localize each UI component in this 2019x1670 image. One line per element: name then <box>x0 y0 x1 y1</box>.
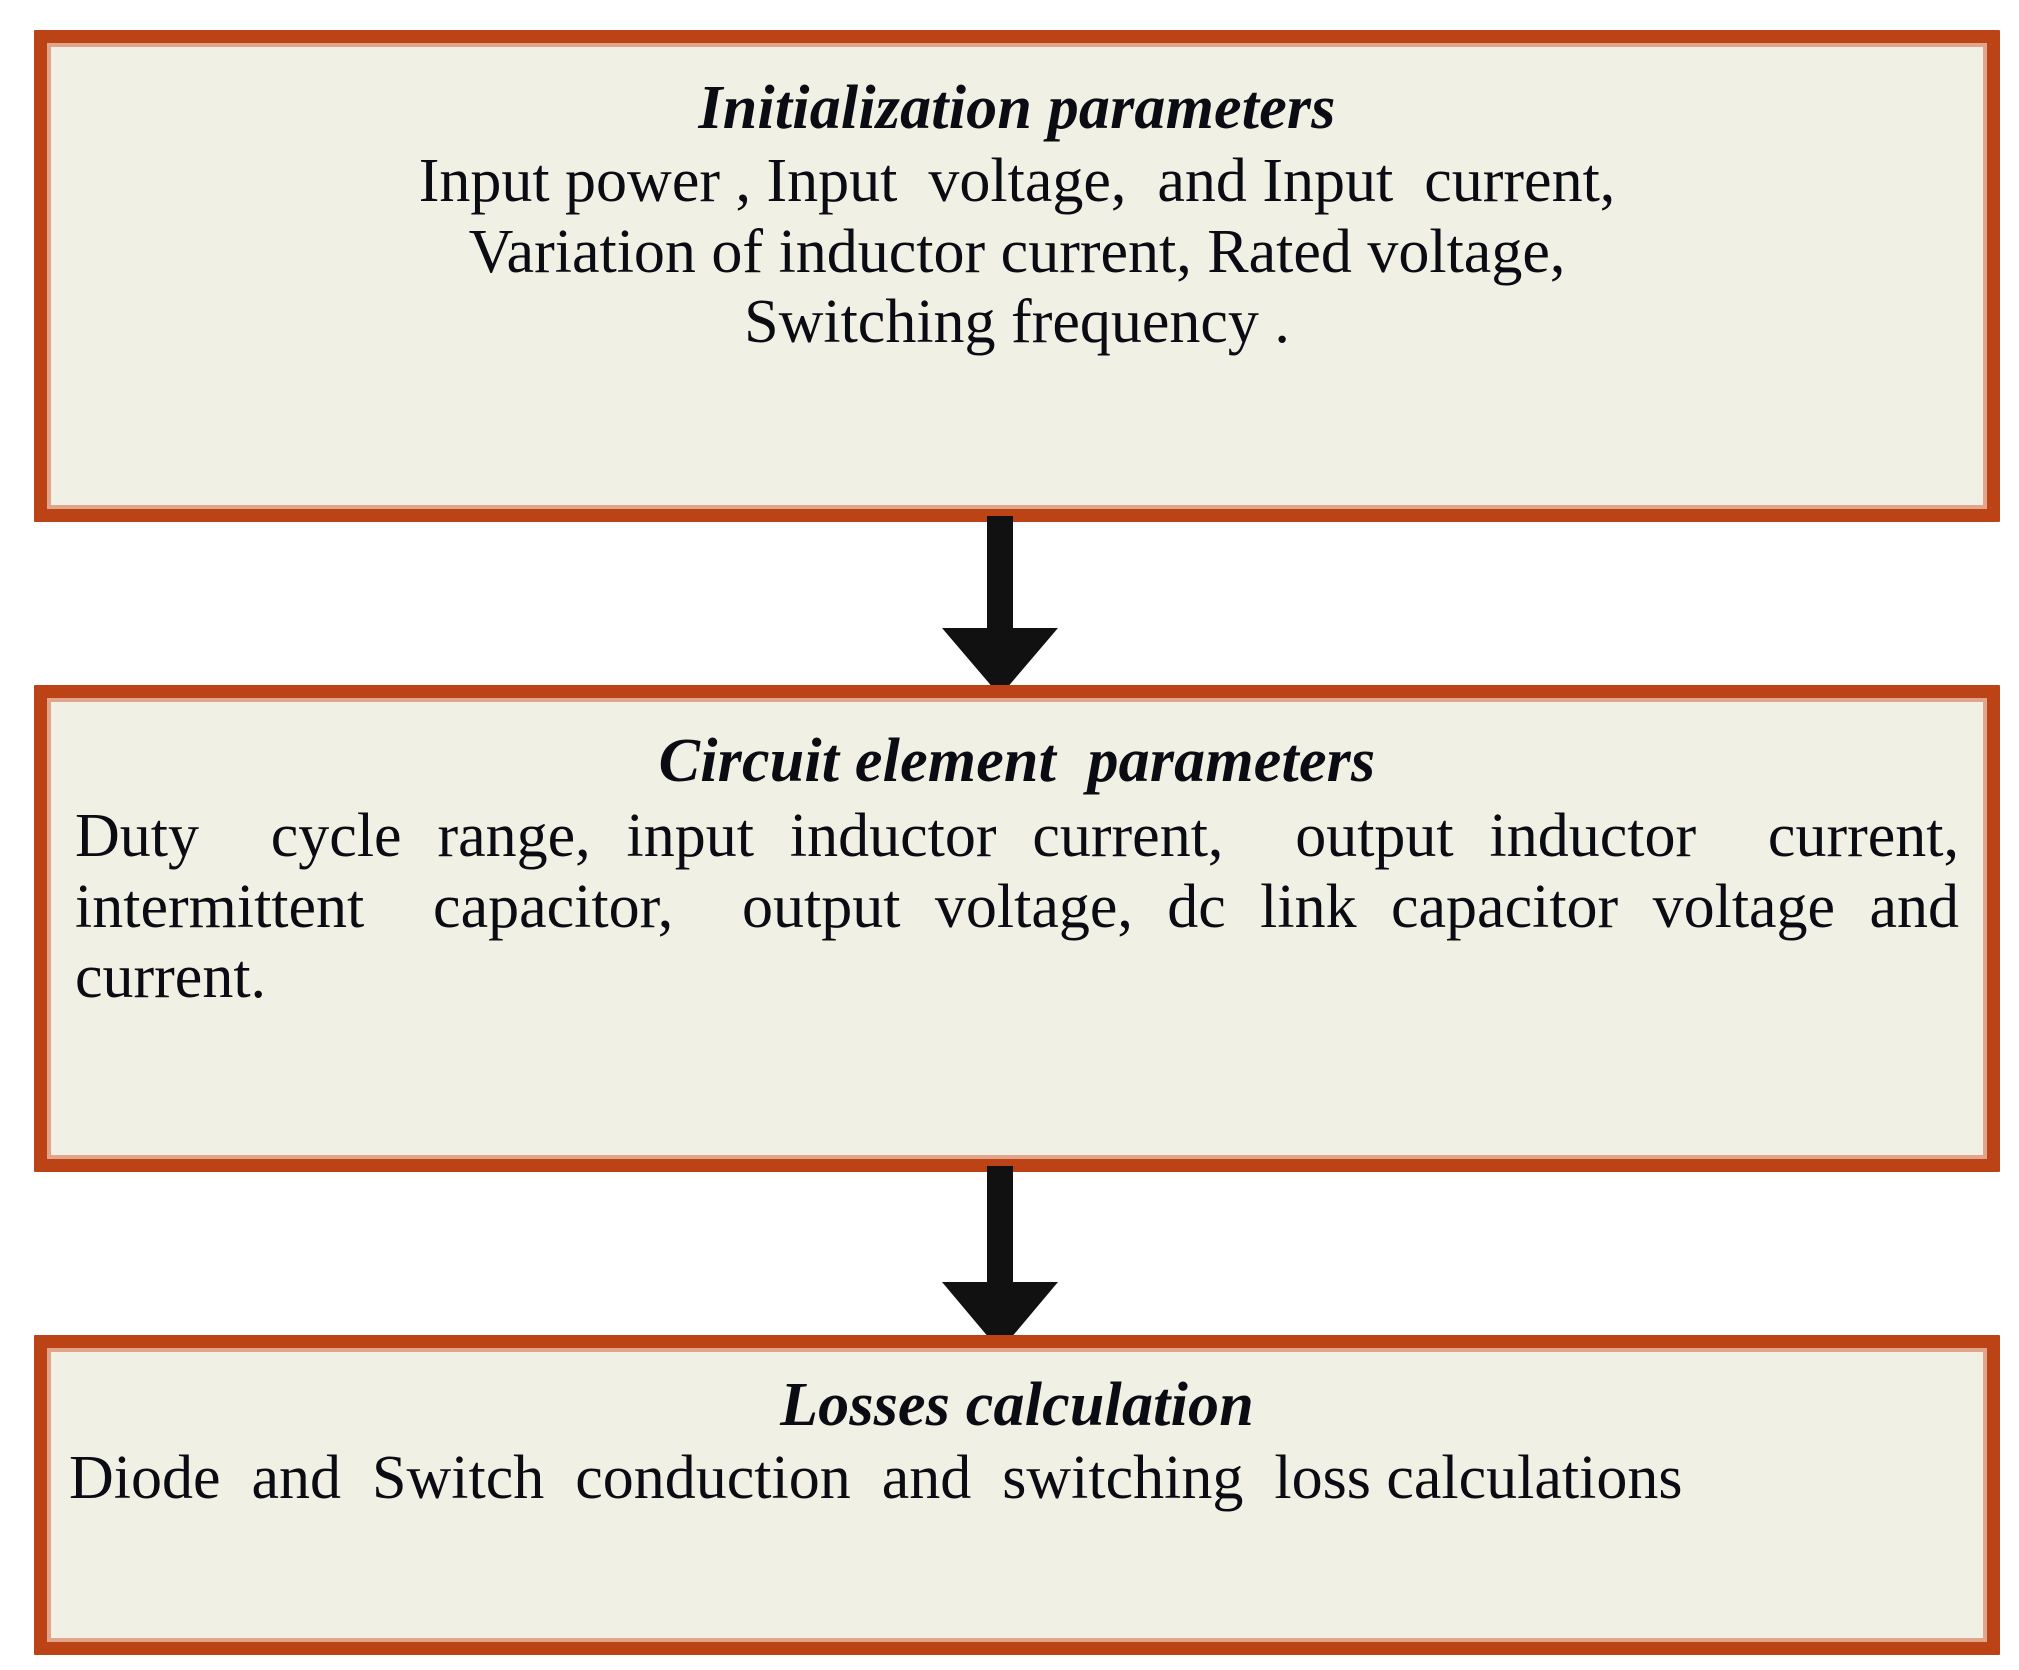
node-body: Duty cycle range, input inductor current… <box>75 801 1990 1012</box>
flow-node-circuit-element-parameters: Circuit element parameters Duty cycle ra… <box>34 685 2000 1172</box>
node-body: Diode and Switch conduction and switchin… <box>69 1443 1683 1512</box>
down-arrow-icon <box>942 516 1058 696</box>
node-body: Input power , Input voltage, and Input c… <box>418 146 1616 357</box>
flow-node-losses-calculation: Losses calculation Diode and Switch cond… <box>34 1335 2000 1655</box>
node-title: Initialization parameters <box>698 74 1336 142</box>
flow-node-initialization-parameters: Initialization parameters Input power , … <box>34 30 2000 522</box>
node-title: Circuit element parameters <box>658 727 1376 795</box>
down-arrow-icon <box>942 1166 1058 1351</box>
node-title: Losses calculation <box>780 1371 1254 1439</box>
